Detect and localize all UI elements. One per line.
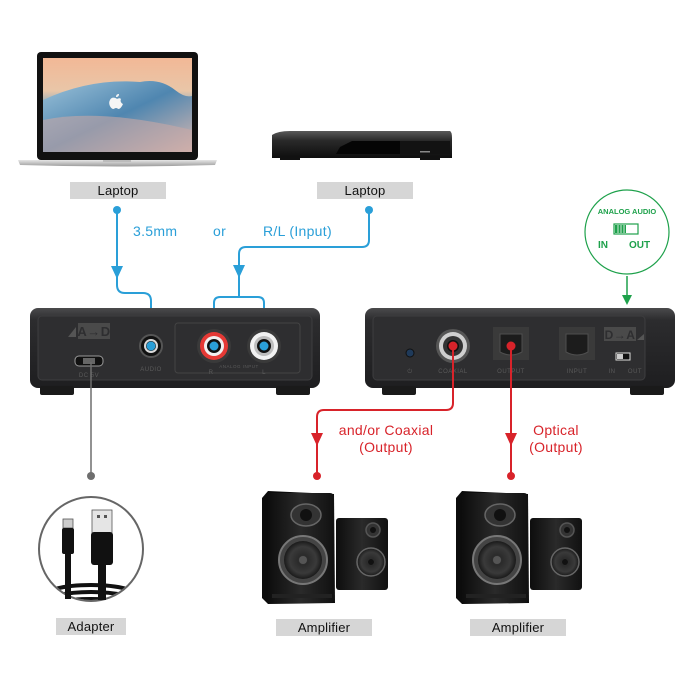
rca-group-label: ANALOG INPUT (219, 364, 259, 369)
optical-output-line2: (Output) (529, 439, 583, 455)
optical-target-dot (507, 472, 515, 480)
rca-input-cable (213, 210, 370, 345)
adc-logo (68, 323, 110, 339)
aux-connection-label: 3.5mm (133, 223, 178, 239)
badge-arrow-icon (622, 295, 632, 305)
coaxial-output-label: and/or Coaxial (Output) (331, 422, 441, 456)
optical-output-line1: Optical (533, 422, 579, 438)
adapter-label: Adapter (56, 618, 126, 635)
aux-arrow-icon (111, 266, 123, 279)
rca-connection-label: R/L (Input) (263, 223, 332, 239)
coaxial-output-line1: and/or Coaxial (338, 422, 434, 438)
dac-converter-device (365, 308, 675, 395)
adapter-image (38, 496, 144, 602)
optical-arrow-icon (505, 433, 517, 446)
switch-icon (613, 223, 639, 235)
coaxial-output-line2: (Output) (359, 439, 413, 455)
power-led-icon (405, 348, 415, 358)
switch-in-label: IN (609, 369, 616, 375)
or-label: or (213, 223, 227, 239)
laptop-image (18, 52, 217, 167)
speaker-pair-2 (456, 491, 582, 604)
analog-in-label: IN (598, 240, 608, 251)
dac-logo (604, 327, 644, 341)
amplifier-1-label: Amplifier (276, 619, 372, 636)
analog-audio-title: ANALOG AUDIO (597, 207, 657, 216)
rca-left-label: L (262, 370, 266, 376)
coaxial-target-dot (313, 472, 321, 480)
aux-source-dot (113, 206, 121, 214)
dac-logo-text: D→A (605, 328, 636, 342)
optical-input-label: INPUT (567, 369, 588, 375)
rca-right-label: R (209, 370, 214, 376)
power-port-label: DC 5V (79, 373, 99, 379)
adc-logo-text: A→D (77, 324, 110, 339)
coaxial-arrow-icon (311, 433, 323, 446)
aux-input-cable (116, 210, 152, 345)
dvd-player-label: Laptop (317, 182, 413, 199)
amplifier-2-label: Amplifier (470, 619, 566, 636)
switch-out-label: OUT (628, 369, 642, 375)
dvd-player-image (272, 131, 452, 160)
analog-out-label: OUT (629, 240, 651, 251)
apple-logo-icon (109, 94, 123, 109)
power-led-label: ⏻ (407, 368, 412, 375)
rca-arrow-icon (233, 265, 245, 278)
speaker-pair-1 (262, 491, 388, 604)
coaxial-output-cable (316, 346, 454, 475)
optical-output-label: Optical (Output) (524, 422, 588, 456)
rca-source-dot (365, 206, 373, 214)
aux-port-label: AUDIO (140, 367, 162, 373)
power-cable-dot (87, 472, 95, 480)
laptop-label: Laptop (70, 182, 166, 199)
adc-converter-device (30, 308, 320, 395)
